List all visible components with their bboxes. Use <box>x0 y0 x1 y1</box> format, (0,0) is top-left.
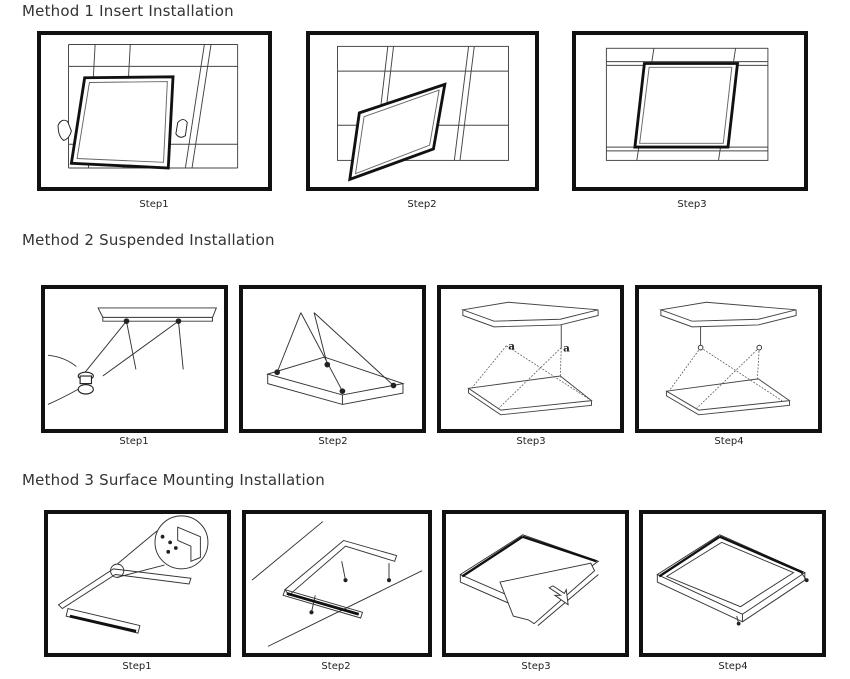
method-2-step-3-figure: a a <box>437 285 624 433</box>
method-2-step-4-caption: Step4 <box>714 436 744 447</box>
assemble-frame-rails-illustration <box>57 515 209 634</box>
screw-frame-to-ceiling-illustration <box>251 521 423 647</box>
method-3-step-3-figure <box>442 510 629 657</box>
attach-wires-to-panel-illustration <box>266 312 405 406</box>
tilt-panel-into-grid-illustration <box>337 45 509 182</box>
wire-point-a-label-2: a <box>563 342 570 354</box>
method-1-step-3-figure <box>572 31 808 191</box>
panel-seated-in-ceiling-illustration <box>605 47 769 161</box>
method-3-step-3-caption: Step3 <box>521 661 551 672</box>
method-3-step-2-caption: Step2 <box>321 661 351 672</box>
method-2-step-2-figure <box>239 285 426 433</box>
method-1-step-3-caption: Step3 <box>677 199 707 210</box>
hands-icon <box>57 119 188 141</box>
method-2-step-1-figure <box>41 285 228 433</box>
method-2-title: Method 2 Suspended Installation <box>22 231 275 249</box>
method-2-step-1-caption: Step1 <box>119 436 149 447</box>
method-3-step-4-figure <box>639 510 826 657</box>
method-1-step-1-figure <box>37 31 272 191</box>
method-1-title: Method 1 Insert Installation <box>22 2 234 20</box>
method-3-step-4-caption: Step4 <box>718 661 748 672</box>
method-3-title: Method 3 Surface Mounting Installation <box>22 471 325 489</box>
method-1-step-2-caption: Step2 <box>407 199 437 210</box>
method-2-step-3-caption: Step3 <box>516 436 546 447</box>
method-3-step-1-figure <box>44 510 231 657</box>
slide-panel-into-frame-illustration <box>459 534 600 626</box>
method-3-step-2-figure <box>242 510 432 657</box>
method-2-step-2-caption: Step2 <box>318 436 348 447</box>
connect-suspension-wires-illustration: a a <box>461 301 599 416</box>
arrow-left-icon <box>548 585 569 606</box>
method-1-step-1-caption: Step1 <box>139 199 169 210</box>
close-frame-end-cap-illustration <box>656 534 809 626</box>
mount-ceiling-anchors-illustration <box>47 307 218 405</box>
method-1-step-2-figure <box>306 31 539 191</box>
wire-point-a-label: a <box>508 341 515 353</box>
insert-panel-into-ceiling-illustration <box>57 44 239 170</box>
method-2-step-4-figure <box>635 285 822 433</box>
anchor-bolt-icon <box>77 371 94 395</box>
panel-hanging-illustration <box>659 301 797 416</box>
method-3-step-1-caption: Step1 <box>122 661 152 672</box>
